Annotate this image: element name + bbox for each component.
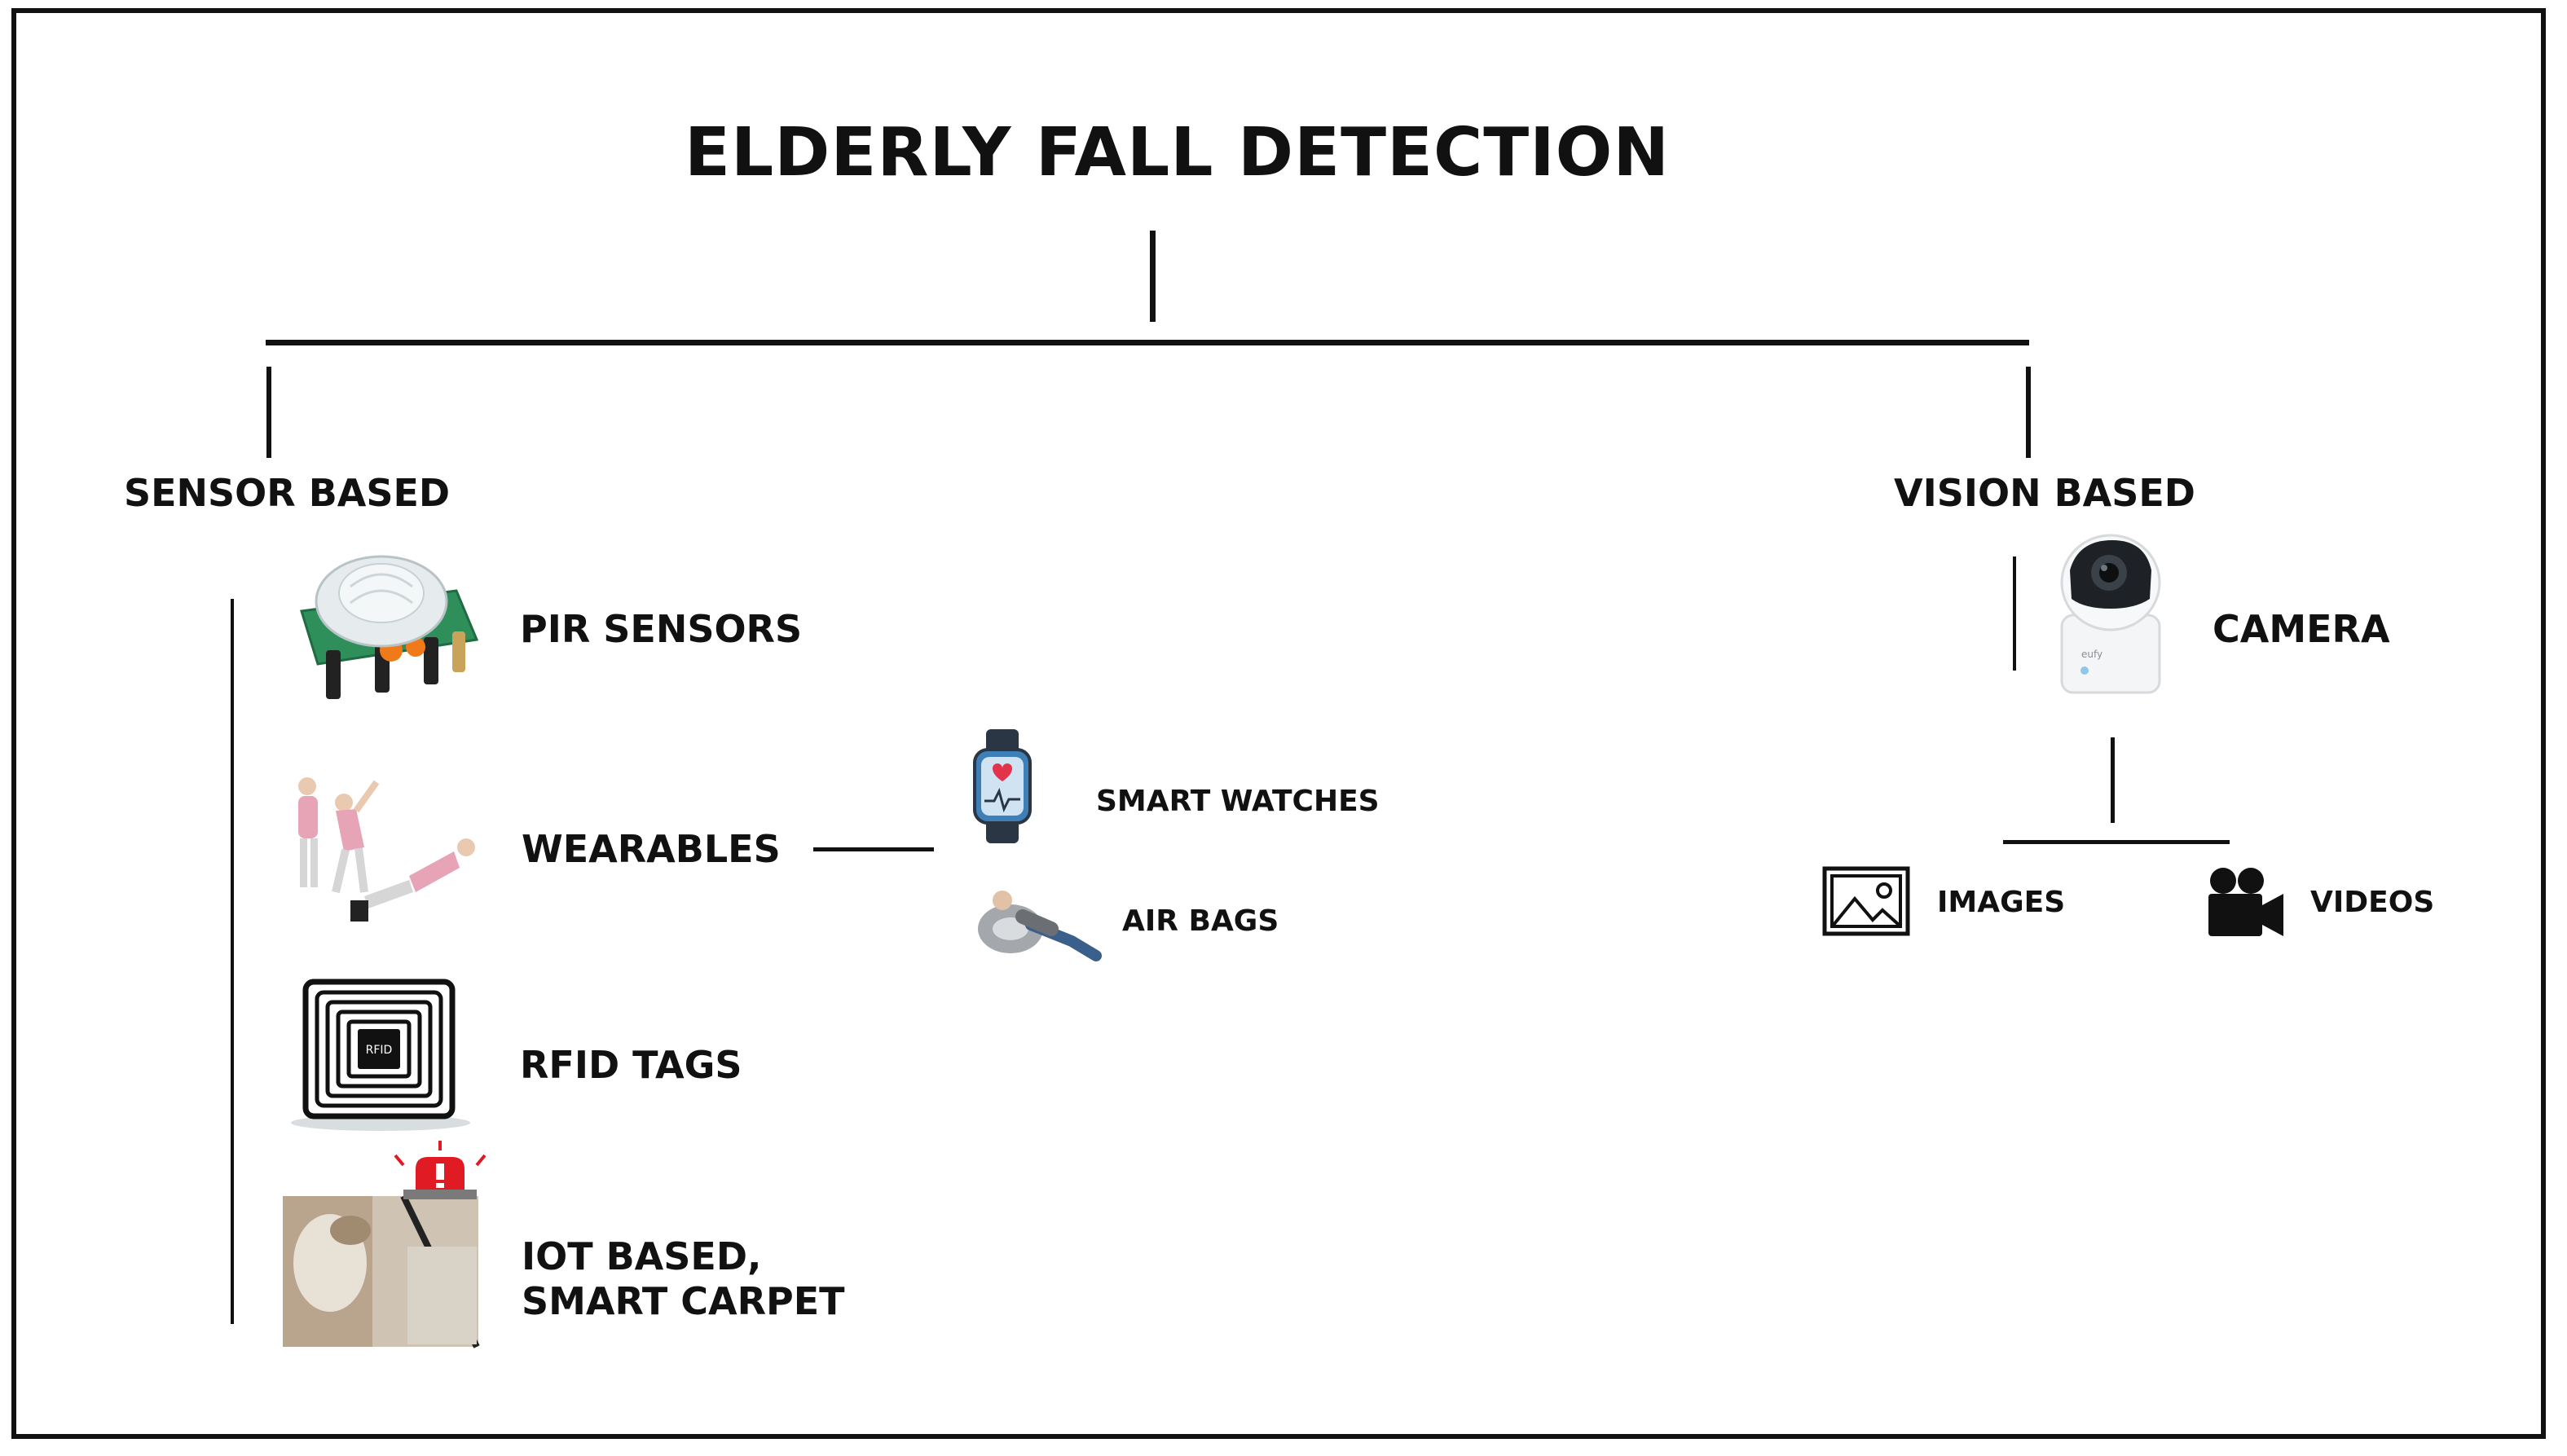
diagram-frame <box>11 8 2546 1439</box>
smart-watch-icon <box>973 729 1032 843</box>
camera-icon: eufy <box>2060 534 2161 694</box>
videos-label: VIDEOS <box>2310 886 2435 919</box>
main-horizontal-line <box>266 340 2029 345</box>
wearables-icon <box>298 777 475 922</box>
images-label: IMAGES <box>1937 886 2066 919</box>
air-bag-icon <box>978 891 1102 961</box>
rfid-tags-label: RFID TAGS <box>520 1043 742 1087</box>
smart-carpet-label: SMART CARPET <box>522 1279 845 1323</box>
camera-label: CAMERA <box>2213 607 2390 651</box>
camera-stem-line <box>2111 737 2115 823</box>
video-camera-icon <box>2208 868 2283 936</box>
camera-side-line <box>2013 556 2016 671</box>
sensor-based-label: SENSOR BASED <box>124 471 451 515</box>
wearables-label: WEARABLES <box>522 827 781 871</box>
camera-brand-text: eufy <box>2081 649 2102 660</box>
sensor-branch-line <box>266 367 271 458</box>
rfid-tag-icon: RFID <box>291 979 470 1131</box>
pir-sensors-label: PIR SENSORS <box>520 607 803 651</box>
media-horizontal-line <box>2003 840 2230 844</box>
vision-branch-line <box>2026 367 2031 458</box>
diagram-title: ELDERLY FALL DETECTION <box>685 114 1670 191</box>
title-stem-line <box>1150 231 1156 322</box>
iot-based-label: IOT BASED, <box>522 1234 762 1278</box>
image-icon <box>1822 866 1910 936</box>
vision-based-label: VISION BASED <box>1894 471 2195 515</box>
sensor-items-line <box>231 599 234 1324</box>
air-bags-label: AIR BAGS <box>1122 904 1279 938</box>
pir-sensor-icon <box>300 555 479 699</box>
rfid-chip-text: RFID <box>366 1044 393 1057</box>
smart-watches-label: SMART WATCHES <box>1096 785 1380 818</box>
smart-carpet-alarm-icon <box>283 1141 487 1348</box>
wearables-connector-line <box>813 847 934 851</box>
